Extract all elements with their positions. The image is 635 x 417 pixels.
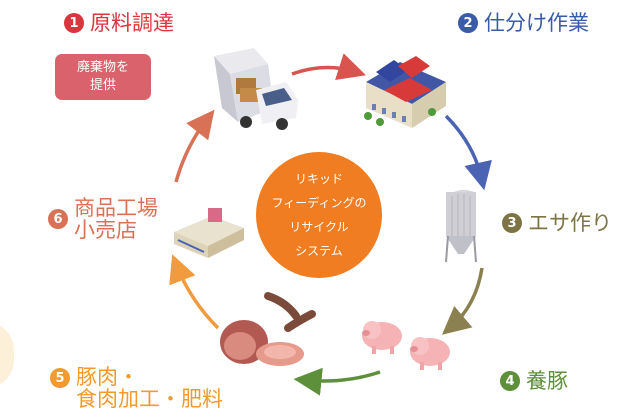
step-label: 養豚 — [526, 369, 568, 393]
arrow-3-to-4 — [441, 267, 484, 335]
step-number-badge: 6 — [48, 209, 68, 229]
arrow-4-to-5 — [293, 367, 381, 396]
sorting-factory-icon — [364, 56, 446, 128]
step-label: 仕分け作業 — [484, 11, 589, 35]
step-label: 原料調達 — [90, 11, 174, 35]
step-raw-material-procurement: 1 原料調達 — [64, 12, 174, 34]
step-number-badge: 3 — [502, 213, 522, 233]
step-sorting-work: 2 仕分け作業 — [458, 12, 589, 34]
feed-silo-icon — [445, 189, 477, 263]
step-number-badge: 4 — [500, 371, 520, 391]
arrow-1-to-2 — [291, 53, 366, 80]
step-label: 豚肉・ 食肉加工・肥料 — [76, 365, 223, 411]
retail-store-icon — [174, 208, 244, 258]
waste-supply-badge: 廃棄物を 提供 — [55, 54, 151, 100]
step-number-badge: 2 — [458, 13, 478, 33]
step-pig-farming: 4 養豚 — [500, 370, 568, 392]
meat-products-icon — [220, 292, 316, 366]
delivery-truck-icon — [214, 48, 298, 130]
step-number-badge: 1 — [64, 13, 84, 33]
recycling-system-circle: リキッド フィーディングの リサイクル システム — [256, 152, 382, 278]
arrow-6-to-1 — [174, 109, 215, 183]
arrow-2-to-3 — [444, 114, 492, 191]
arrow-5-to-6 — [169, 254, 220, 330]
step-factory-retail: 6 商品工場 小売店 — [48, 197, 158, 241]
step-number-badge: 5 — [50, 368, 70, 388]
step-label: 商品工場 小売店 — [74, 196, 158, 242]
step-feed-production: 3 エサ作り — [502, 212, 612, 234]
pigs-icon — [362, 321, 450, 370]
step-pork-processing-fertilizer: 5 豚肉・ 食肉加工・肥料 — [50, 366, 223, 410]
step-label: エサ作り — [528, 211, 612, 235]
edge-decoration — [0, 322, 14, 388]
